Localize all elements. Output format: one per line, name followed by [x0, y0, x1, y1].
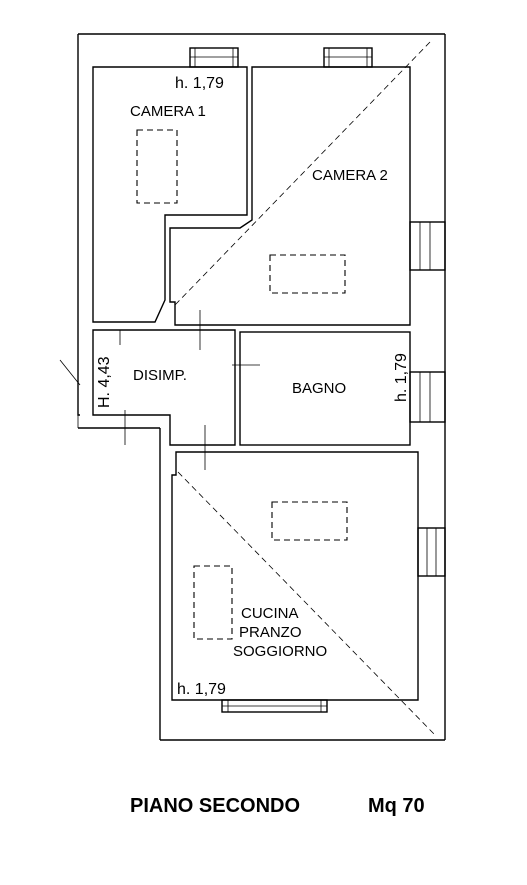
- room-cucina-pranzo-soggiorno: CUCINA PRANZO SOGGIORNO h. 1,79: [171, 451, 436, 736]
- room-height: h. 1,79: [177, 681, 226, 698]
- room-label: CAMERA 2: [312, 167, 388, 184]
- room-height: h. 1,79: [175, 75, 224, 92]
- room-bagno: BAGNO h. 1,79: [239, 331, 411, 446]
- window: [189, 47, 239, 68]
- window: [323, 47, 373, 68]
- window: [417, 527, 446, 577]
- room-disimpegno: DISIMP. H. 4,43: [59, 310, 260, 470]
- room-label: SOGGIORNO: [233, 643, 327, 660]
- room-label: PRANZO: [239, 624, 302, 641]
- room-camera-2: CAMERA 2: [169, 41, 431, 326]
- room-camera-1: h. 1,79 CAMERA 1: [92, 66, 248, 323]
- window: [221, 699, 328, 713]
- windows: [189, 47, 446, 713]
- plan-caption: PIANO SECONDO Mq 70: [130, 795, 425, 817]
- table-outline: [271, 501, 348, 541]
- room-label: DISIMP.: [133, 367, 187, 384]
- room-label: CUCINA: [241, 605, 299, 622]
- bed-outline: [136, 129, 178, 204]
- bed-outline: [269, 254, 346, 294]
- room-label: CAMERA 1: [130, 103, 206, 120]
- room-label: BAGNO: [292, 380, 346, 397]
- sofa-outline: [193, 565, 233, 640]
- room-height: h. 1,79: [393, 353, 410, 402]
- floor-area: Mq 70: [368, 795, 425, 817]
- window: [409, 221, 446, 271]
- window: [409, 371, 446, 423]
- floor-name: PIANO SECONDO: [130, 795, 300, 817]
- room-height: H. 4,43: [96, 356, 113, 408]
